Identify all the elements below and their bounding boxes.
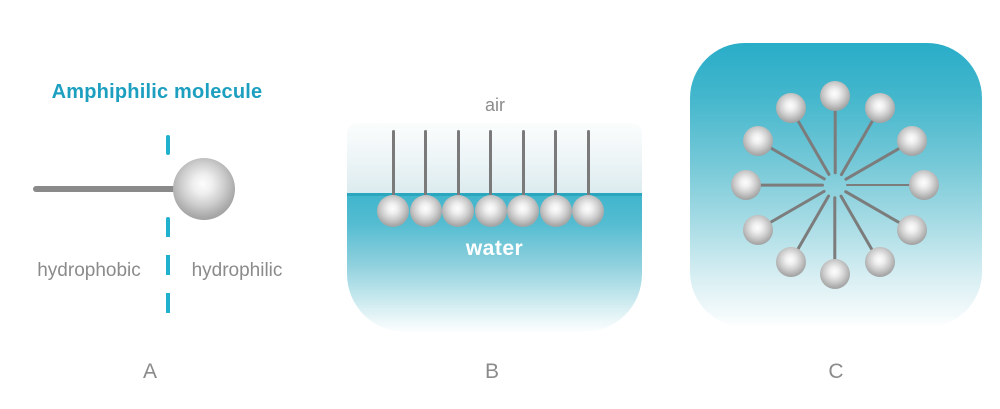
molecule-tail: [489, 130, 492, 196]
amphiphile-divider-dashed-line-bottom: [166, 217, 170, 314]
molecule-head: [775, 247, 806, 278]
molecule-tail: [769, 146, 827, 181]
molecule-head: [474, 195, 507, 227]
molecule-tail: [554, 130, 557, 196]
hydrophilic-label: hydrophilic: [191, 260, 283, 281]
air-water-interface-panel: water: [347, 123, 642, 332]
molecule-head: [897, 125, 928, 156]
molecule-tail: [769, 189, 827, 224]
molecule-head: [377, 195, 409, 227]
hydrophobic-label: hydrophobic: [37, 260, 141, 281]
molecule-head: [820, 81, 850, 111]
molecule-tail: [833, 195, 837, 260]
molecule-tail: [391, 130, 395, 196]
molecule-head: [572, 195, 604, 227]
molecule-tail: [833, 109, 837, 174]
molecule-tail: [424, 130, 427, 196]
molecule-head: [742, 125, 773, 156]
micelle: [690, 43, 982, 327]
molecule-head: [820, 259, 850, 289]
molecule-tail: [521, 130, 525, 196]
panel-label-b: B: [484, 360, 499, 383]
molecule-tail: [839, 119, 874, 177]
molecule-tail: [760, 183, 824, 187]
molecule-head: [409, 195, 442, 227]
hydrophilic-head: [173, 158, 235, 220]
molecule-head: [539, 195, 572, 227]
molecule-head: [864, 92, 895, 123]
amphiphilic-molecule-title: Amphiphilic molecule: [51, 81, 263, 103]
molecule-head: [507, 195, 539, 227]
air-region: [347, 123, 642, 193]
micelle-panel: [690, 43, 982, 327]
molecule-head: [442, 195, 474, 227]
air-label: air: [484, 95, 505, 115]
molecule-head: [742, 214, 773, 245]
molecule-tail: [586, 130, 590, 196]
molecule-head: [864, 247, 895, 278]
molecule-head: [909, 170, 939, 200]
molecule-head: [731, 170, 761, 200]
surface-molecules-layer: [347, 123, 642, 332]
molecule-tail: [846, 183, 910, 187]
molecule-head: [897, 214, 928, 245]
water-label: water: [465, 237, 524, 260]
amphiphile-divider-dashed-line-top: [166, 135, 170, 155]
molecule-head: [775, 92, 806, 123]
panel-label-c: C: [828, 360, 844, 383]
panel-label-a: A: [142, 360, 157, 383]
hydrophobic-tail: [33, 186, 178, 192]
molecule-tail: [456, 130, 460, 196]
